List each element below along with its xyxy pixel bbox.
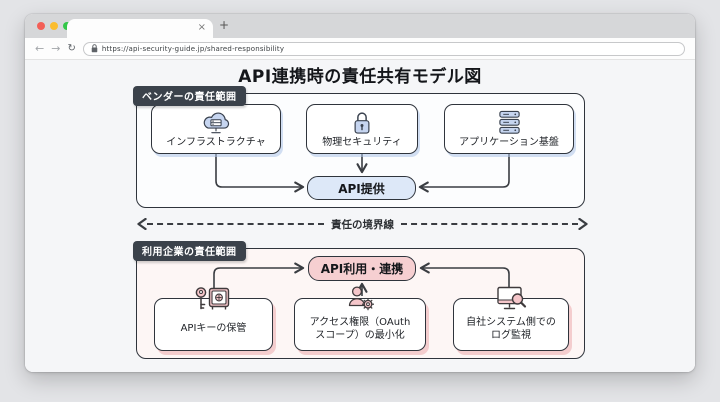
node-api-provision: API提供	[307, 176, 416, 200]
vendor-arrows	[215, 154, 510, 193]
user-scope-badge: 利用企業の責任範囲	[133, 241, 246, 261]
boundary-right-arrow-icon	[578, 218, 588, 230]
new-tab-button[interactable]: +	[219, 18, 230, 32]
padlock-icon	[354, 112, 370, 135]
tab-close-icon[interactable]: ×	[197, 22, 206, 33]
boundary-label: 責任の境界線	[331, 218, 394, 231]
user-section: API利用・連携 APIキーの保	[136, 248, 585, 359]
node-application-platform: アプリケーション基盤	[444, 104, 574, 154]
back-button[interactable]: ←	[35, 42, 45, 55]
node-label: アクセス権限（OAuth	[309, 316, 411, 328]
key-safe-icon	[195, 287, 229, 310]
lock-icon	[91, 44, 98, 53]
url-text: https://api-security-guide.jp/shared-res…	[101, 44, 285, 53]
vendor-section: インフラストラクチャ 物理セキュリティ	[136, 93, 585, 208]
node-log-monitoring: 自社システム側での ログ監視	[453, 286, 569, 351]
node-api-usage: API利用・連携	[308, 256, 416, 281]
url-bar[interactable]: https://api-security-guide.jp/shared-res…	[82, 41, 685, 56]
reload-button[interactable]: ↻	[67, 42, 76, 54]
cloud-server-icon	[203, 112, 230, 134]
close-window-button[interactable]	[37, 22, 45, 30]
minimize-window-button[interactable]	[50, 22, 58, 30]
page-content: API連携時の責任共有モデル図 ベンダーの責任範囲	[25, 60, 695, 372]
user-gear-icon	[348, 286, 374, 311]
browser-window: × + ← → ↻ https://api-security-guide.jp/…	[25, 14, 695, 372]
monitor-search-icon	[497, 286, 527, 310]
node-label: APIキーの保管	[180, 323, 247, 335]
boundary-dash-left	[147, 223, 324, 225]
node-oauth-scope-minimization: アクセス権限（OAuth スコープ）の最小化	[294, 286, 426, 351]
server-stack-icon	[498, 111, 520, 135]
page-title: API連携時の責任共有モデル図	[238, 67, 482, 87]
node-label: ログ監視	[491, 330, 531, 341]
node-label: 物理セキュリティ	[322, 137, 402, 149]
tab-bar: × +	[25, 14, 695, 38]
responsibility-boundary: 責任の境界線	[137, 216, 588, 232]
forward-button[interactable]: →	[51, 42, 61, 55]
browser-tab[interactable]: ×	[67, 19, 213, 38]
user-arrows	[213, 262, 510, 298]
node-label: インフラストラクチャ	[166, 137, 266, 149]
node-api-key-storage: APIキーの保管	[154, 287, 273, 351]
node-label: スコープ）の最小化	[315, 330, 405, 341]
node-infrastructure: インフラストラクチャ	[151, 104, 281, 154]
node-label: アプリケーション基盤	[459, 137, 559, 149]
boundary-dash-right	[401, 223, 578, 225]
vendor-scope-badge: ベンダーの責任範囲	[133, 86, 246, 106]
window-controls	[37, 22, 71, 30]
node-physical-security: 物理セキュリティ	[306, 104, 418, 154]
navigation-bar: ← → ↻ https://api-security-guide.jp/shar…	[25, 38, 695, 60]
node-label: 自社システム側での	[466, 316, 556, 328]
boundary-left-arrow-icon	[137, 218, 147, 230]
